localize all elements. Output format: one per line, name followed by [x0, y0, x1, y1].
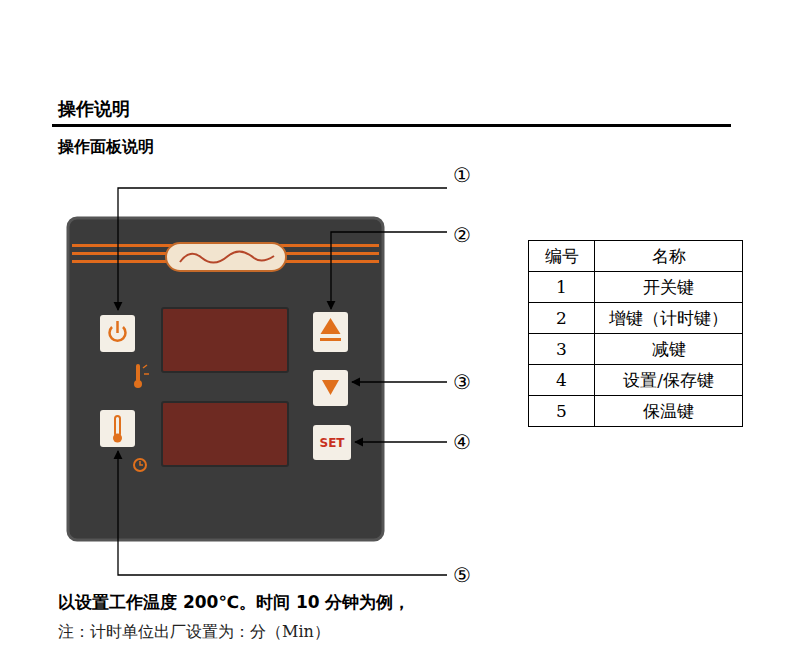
callout-number: ①	[453, 163, 471, 187]
table-grid	[528, 240, 743, 427]
table-header: 编号	[529, 246, 594, 266]
footnote: 注：计时单位出厂设置为：分（Min）	[58, 622, 330, 641]
table-header: 名称	[595, 246, 742, 266]
section-heading: 操作面板说明	[58, 137, 154, 156]
table-cell: 保温键	[595, 401, 742, 421]
callout-number: ④	[453, 430, 471, 454]
callout-number: ⑤	[453, 563, 471, 587]
table-cell: 1	[529, 277, 594, 297]
table-cell: 5	[529, 401, 594, 421]
table-cell: 2	[529, 308, 594, 328]
table-cell: 设置/保存键	[595, 370, 742, 390]
table-cell: 3	[529, 339, 594, 359]
button-label: SET	[319, 436, 344, 450]
set-button: SET	[313, 425, 351, 460]
title-rule	[52, 124, 731, 127]
leader-lines	[118, 188, 447, 575]
callout-number: ②	[453, 223, 471, 247]
table-cell: 减键	[595, 339, 742, 359]
control-panel	[68, 218, 383, 540]
table-cell: 4	[529, 370, 594, 390]
table-cell: 开关键	[595, 277, 742, 297]
page-title: 操作说明	[58, 98, 130, 120]
callout-number: ③	[453, 370, 471, 394]
table-cell: 增键（计时键）	[595, 308, 742, 328]
example-heading: 以设置工作温度 200℃。时间 10 分钟为例，	[58, 592, 410, 612]
